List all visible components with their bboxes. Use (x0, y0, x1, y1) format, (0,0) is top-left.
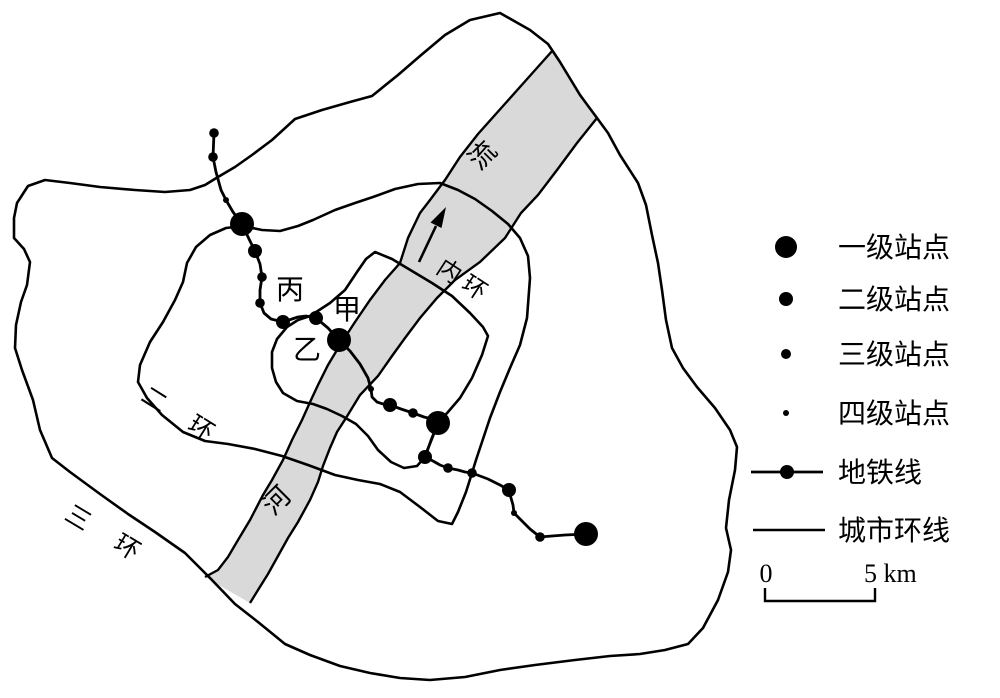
station-dot-level-1 (426, 411, 450, 435)
legend-subway-label: 地铁线 (838, 457, 922, 489)
station-dot-level-1 (574, 522, 598, 546)
label-yi: 乙 (293, 335, 321, 366)
legend: 一级站点 二级站点 三级站点 四级站点 地铁线 城市环线 (751, 232, 950, 547)
station-dot-level-4 (511, 510, 517, 516)
legend-subway-line-icon (751, 465, 823, 479)
station-dot-level-4 (223, 197, 229, 203)
station-dot-level-2 (276, 315, 290, 329)
scale-zero-label: 0 (760, 559, 773, 588)
station-dot-level-4 (368, 386, 374, 392)
station-dot-level-3 (467, 468, 477, 478)
legend-level3-dot-icon (781, 349, 791, 359)
scale-distance-label: 5 km (864, 559, 917, 588)
station-dot-level-3 (257, 272, 267, 282)
label-bing: 丙 (276, 275, 304, 306)
station-dot-level-2 (383, 398, 397, 412)
river-water (205, 50, 597, 603)
legend-ring-label: 城市环线 (838, 515, 950, 547)
scale-bar-ruler (763, 588, 877, 603)
label-jia: 甲 (333, 295, 361, 326)
station-dot-level-2 (418, 450, 432, 464)
station-dot-level-3 (255, 298, 265, 308)
station-dot-level-3 (209, 128, 219, 138)
scale-bar: 0 5 km (760, 559, 917, 603)
third-ring-line (12, 11, 739, 682)
label-third-ring: 三环 (60, 501, 172, 583)
legend-level4-label: 四级站点 (838, 398, 950, 430)
station-dot-level-3 (443, 463, 453, 473)
station-dot-level-2 (248, 244, 262, 258)
label-second-ring: 二环 (136, 382, 244, 463)
legend-level2-dot-icon (779, 292, 793, 306)
station-dot-level-3 (208, 152, 218, 162)
legend-level1-label: 一级站点 (838, 232, 950, 264)
station-dots (208, 128, 598, 546)
legend-level2-label: 二级站点 (838, 284, 950, 316)
station-dot-level-3 (535, 532, 545, 542)
flow-direction-arrow (417, 207, 446, 263)
second-ring-line (136, 181, 532, 526)
legend-level4-dot-icon (783, 410, 789, 416)
legend-level3-label: 三级站点 (838, 339, 950, 371)
station-dot-level-3 (408, 408, 418, 418)
river (204, 49, 598, 604)
station-dot-level-2 (502, 483, 516, 497)
station-dot-level-1 (230, 212, 254, 236)
station-dot-level-1 (327, 328, 351, 352)
legend-level1-dot-icon (775, 236, 797, 258)
station-dot-level-2 (309, 311, 323, 325)
